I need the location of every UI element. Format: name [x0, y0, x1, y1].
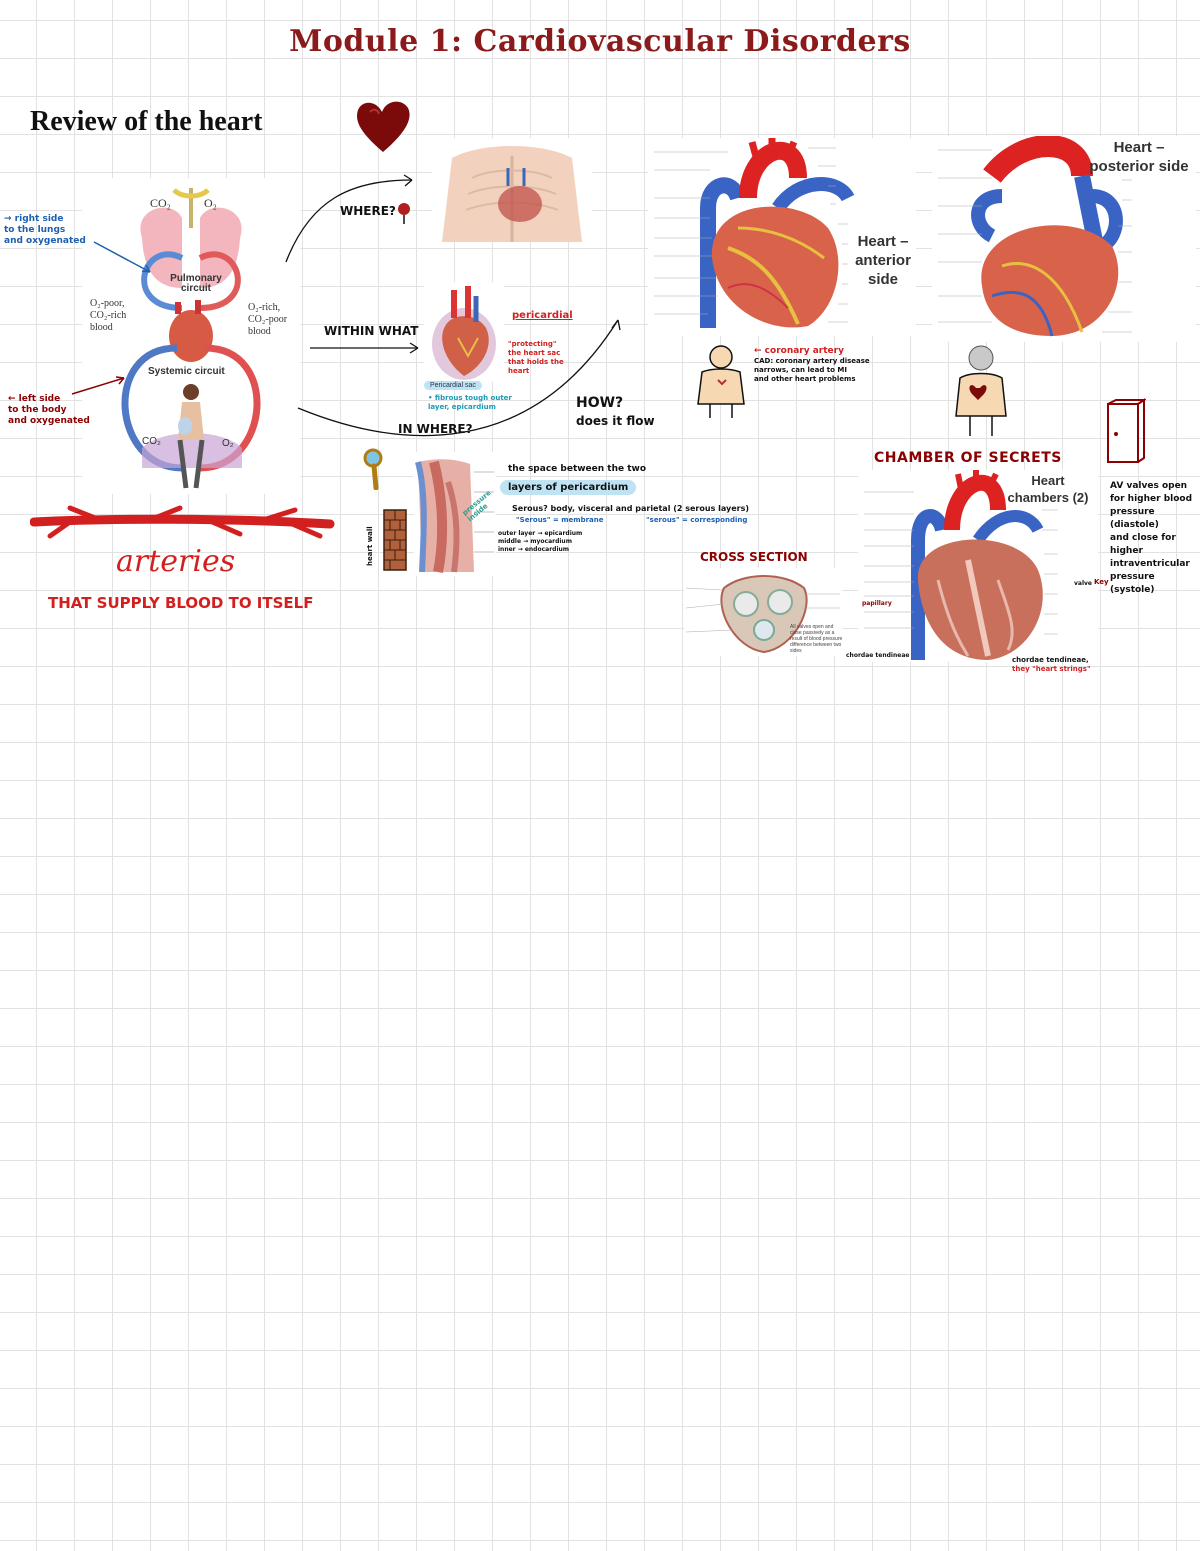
chambers-heading: CHAMBER OF SECRETS — [874, 450, 1062, 466]
valve-label: valve — [1074, 580, 1092, 587]
cross-section-heading: CROSS SECTION — [700, 550, 808, 564]
heart-chambers-illustration — [858, 470, 1098, 662]
map-pin-icon — [398, 203, 410, 224]
chordae-annotation: chordae tendineae — [846, 652, 910, 659]
heart-wall-note: heart wall — [366, 526, 374, 566]
arteries-word: arteries — [116, 544, 236, 579]
heart-strings-note: chordae tendineae,they "heart strings" — [1012, 656, 1091, 673]
heart-posterior-illustration — [932, 136, 1196, 342]
space-between-note: the space between the two — [508, 464, 647, 474]
thorax-illustration — [432, 138, 592, 242]
pericardial-sac-label: Pericardial sac — [424, 381, 482, 390]
o2-label-top: O₂ — [204, 196, 217, 210]
o2-label-bottom: O₂ — [222, 438, 234, 449]
posterior-title: Heart –posterior side — [1089, 139, 1189, 175]
co2-label-bottom: CO₂ — [142, 436, 161, 447]
where-note: WHERE? — [340, 204, 396, 218]
heart-anterior-illustration — [648, 138, 916, 336]
pericardium-illustration — [424, 282, 504, 382]
old-person-icon — [955, 345, 1007, 436]
right-side-arrow — [93, 241, 151, 273]
left-side-arrow — [71, 376, 125, 395]
person-icon — [697, 345, 745, 418]
brick-wall-icon — [383, 509, 407, 571]
pericardial-note: pericardial — [512, 310, 573, 321]
artery-branch-doodle — [30, 505, 335, 539]
how-note: HOW?does it flow — [576, 395, 655, 428]
papillary-annotation: papillary — [862, 600, 892, 607]
serous-note-b: "serous" = corresponding — [646, 516, 748, 524]
page-title: Module 1: Cardiovascular Disorders — [289, 24, 911, 59]
heart-wall-illustration — [414, 452, 496, 576]
arteries-caption: THAT SUPPLY BLOOD TO ITSELF — [48, 594, 314, 612]
within-what-note: WITHIN WHAT — [324, 324, 419, 338]
layers-of-pericardium: layers of pericardium — [500, 480, 637, 495]
circulation-diagram: CO₂ O₂ Pulmonary circuit O₂-poor,CO₂-ric… — [82, 178, 300, 494]
key-label: Key — [1094, 578, 1109, 586]
co2-label-top: CO₂ — [150, 196, 171, 210]
serous-note: Serous? body, visceral and parietal (2 s… — [512, 504, 750, 513]
door-icon — [1107, 398, 1146, 463]
serous-note-a: "Serous" = membrane — [516, 516, 604, 524]
coronary-artery-note: ← coronary artery CAD: coronary artery d… — [754, 346, 870, 383]
pulmonary-circuit-label: Pulmonary circuit — [170, 273, 222, 294]
systemic-circuit-label: Systemic circuit — [148, 366, 225, 377]
heart-icon — [357, 101, 410, 152]
connector-arrows — [285, 174, 621, 437]
magnifier-icon — [363, 448, 383, 490]
cross-section-illustration — [684, 568, 842, 656]
section-heading: Review of the heart — [30, 106, 263, 137]
in-where-note: IN WHERE? — [398, 422, 473, 436]
